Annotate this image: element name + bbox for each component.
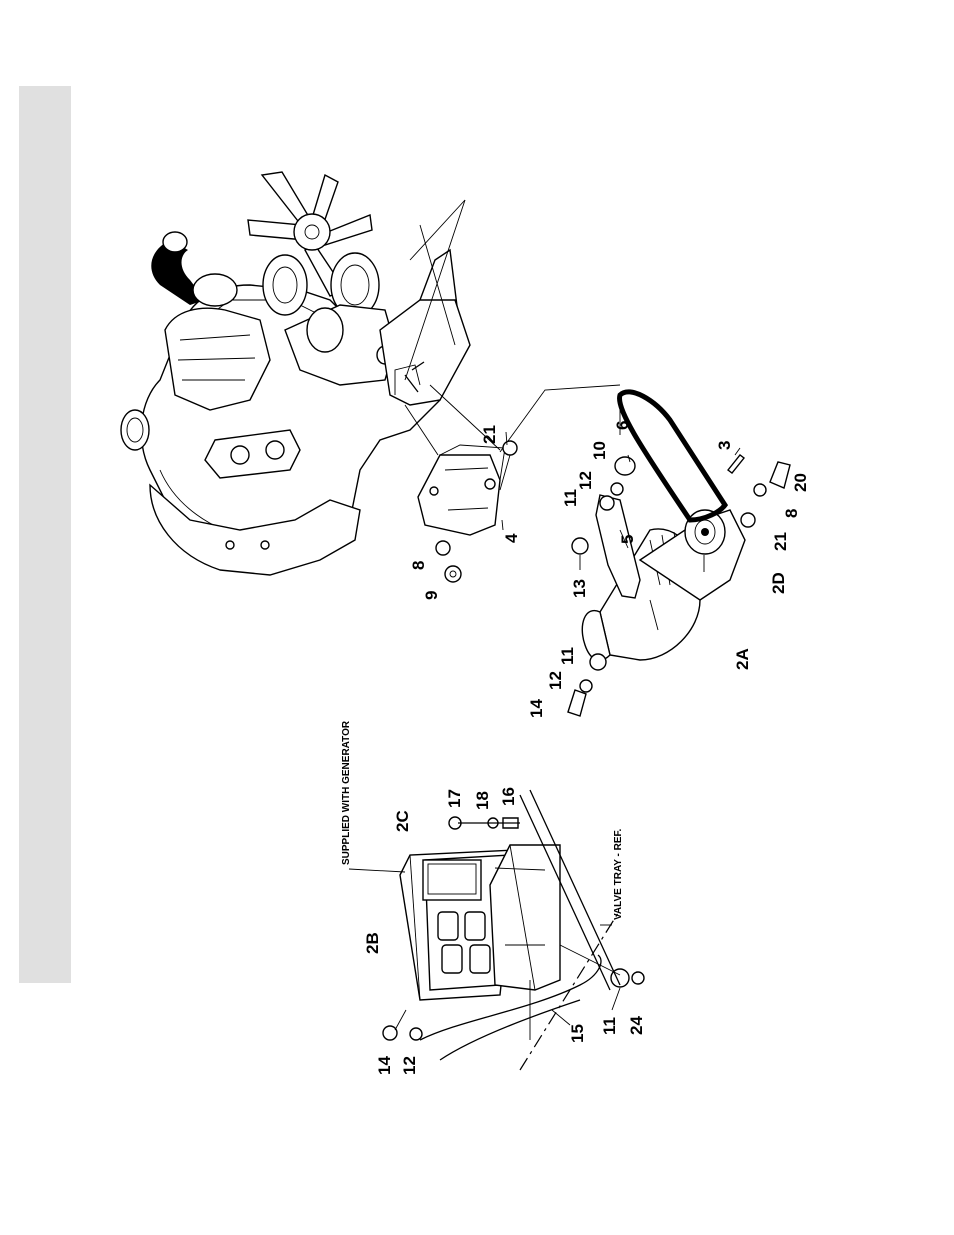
washer-part: [436, 541, 450, 555]
nut-part: [445, 566, 461, 582]
lockwasher-part: [580, 680, 592, 692]
callout-15: 15: [568, 1024, 587, 1043]
lockwasher-part: [410, 1028, 422, 1040]
callout-5: 5: [618, 535, 637, 544]
bolt-part: [615, 457, 635, 475]
callout-2b: 2B: [363, 932, 382, 954]
lockwasher-part: [754, 484, 766, 496]
washer-part: [741, 513, 755, 527]
adjuster-strap: [596, 495, 640, 598]
callout-8: 8: [782, 509, 801, 518]
supplied-with-generator-note: SUPPLIED WITH GENERATOR: [341, 720, 352, 865]
callout-12: 12: [546, 671, 565, 690]
callout-9: 9: [422, 591, 441, 600]
outlet-box: [400, 845, 560, 1000]
callout-2d: 2D: [769, 572, 788, 594]
leader-line: [349, 869, 405, 872]
callout-21: 21: [480, 425, 499, 444]
callout-17: 17: [445, 789, 464, 808]
callout-24: 24: [627, 1016, 646, 1035]
mounting-bracket: [418, 445, 505, 535]
reference-line: [410, 200, 465, 260]
bolt-part: [770, 462, 790, 488]
callout-12: 12: [400, 1056, 419, 1075]
washer-part: [590, 654, 606, 670]
callout-14: 14: [375, 1056, 394, 1075]
lockwasher-part: [611, 483, 623, 495]
callout-11: 11: [558, 647, 577, 665]
bolt-part: [383, 1026, 397, 1040]
callout-2a: 2A: [733, 648, 752, 670]
callout-11: 11: [600, 1017, 619, 1035]
washer-part: [503, 441, 517, 455]
key-part: [728, 455, 744, 473]
engine-illustration: [121, 172, 470, 575]
callout-12: 12: [576, 471, 595, 490]
callout-2c: 2C: [393, 810, 412, 832]
valve-tray-ref-note: VALVE TRAY - REF.: [613, 828, 624, 920]
callout-20: 20: [791, 473, 810, 492]
drive-belt: [620, 392, 725, 520]
callout-11: 11: [561, 489, 580, 507]
callout-6: 6: [613, 421, 632, 430]
callout-8: 8: [409, 561, 428, 570]
bolt-part: [568, 690, 586, 716]
callout-14: 14: [527, 699, 546, 718]
callout-16: 16: [499, 787, 518, 806]
callout-4: 4: [502, 533, 521, 543]
callout-21: 21: [771, 532, 790, 551]
callout-10: 10: [590, 441, 609, 460]
washer-part: [572, 538, 588, 554]
callout-13: 13: [570, 579, 589, 598]
washer-part: [600, 496, 614, 510]
callout-18: 18: [473, 791, 492, 810]
callout-3: 3: [715, 441, 734, 450]
nut-part: [632, 972, 644, 984]
